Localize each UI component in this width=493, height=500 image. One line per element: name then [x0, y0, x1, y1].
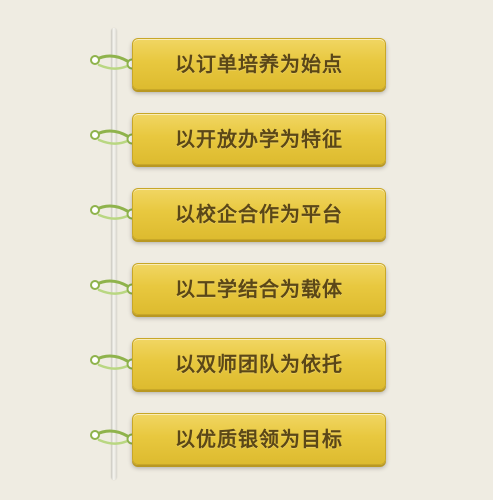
diagram-box: 以工学结合为载体 [132, 263, 386, 315]
diagram-item-6: 以优质银领为目标 [0, 413, 493, 465]
diagram-box: 以开放办学为特征 [132, 113, 386, 165]
diagram-label: 以双师团队为依托 [175, 352, 343, 376]
connector-icon [90, 54, 138, 70]
diagram-box: 以优质银领为目标 [132, 413, 386, 465]
diagram-label: 以订单培养为始点 [175, 52, 343, 76]
diagram-label: 以开放办学为特征 [175, 127, 343, 151]
diagram-box: 以订单培养为始点 [132, 38, 386, 90]
connector-icon [90, 204, 138, 220]
diagram-item-3: 以校企合作为平台 [0, 188, 493, 240]
timeline-spine [111, 28, 117, 480]
diagram-box: 以校企合作为平台 [132, 188, 386, 240]
diagram-label: 以优质银领为目标 [175, 427, 343, 451]
connector-icon [90, 429, 138, 445]
connector-icon [90, 354, 138, 370]
diagram-label: 以校企合作为平台 [175, 202, 343, 226]
connector-icon [90, 279, 138, 295]
diagram-item-4: 以工学结合为载体 [0, 263, 493, 315]
diagram-label: 以工学结合为载体 [175, 277, 343, 301]
connector-icon [90, 129, 138, 145]
diagram-item-1: 以订单培养为始点 [0, 38, 493, 90]
diagram-box: 以双师团队为依托 [132, 338, 386, 390]
diagram-item-5: 以双师团队为依托 [0, 338, 493, 390]
diagram-item-2: 以开放办学为特征 [0, 113, 493, 165]
